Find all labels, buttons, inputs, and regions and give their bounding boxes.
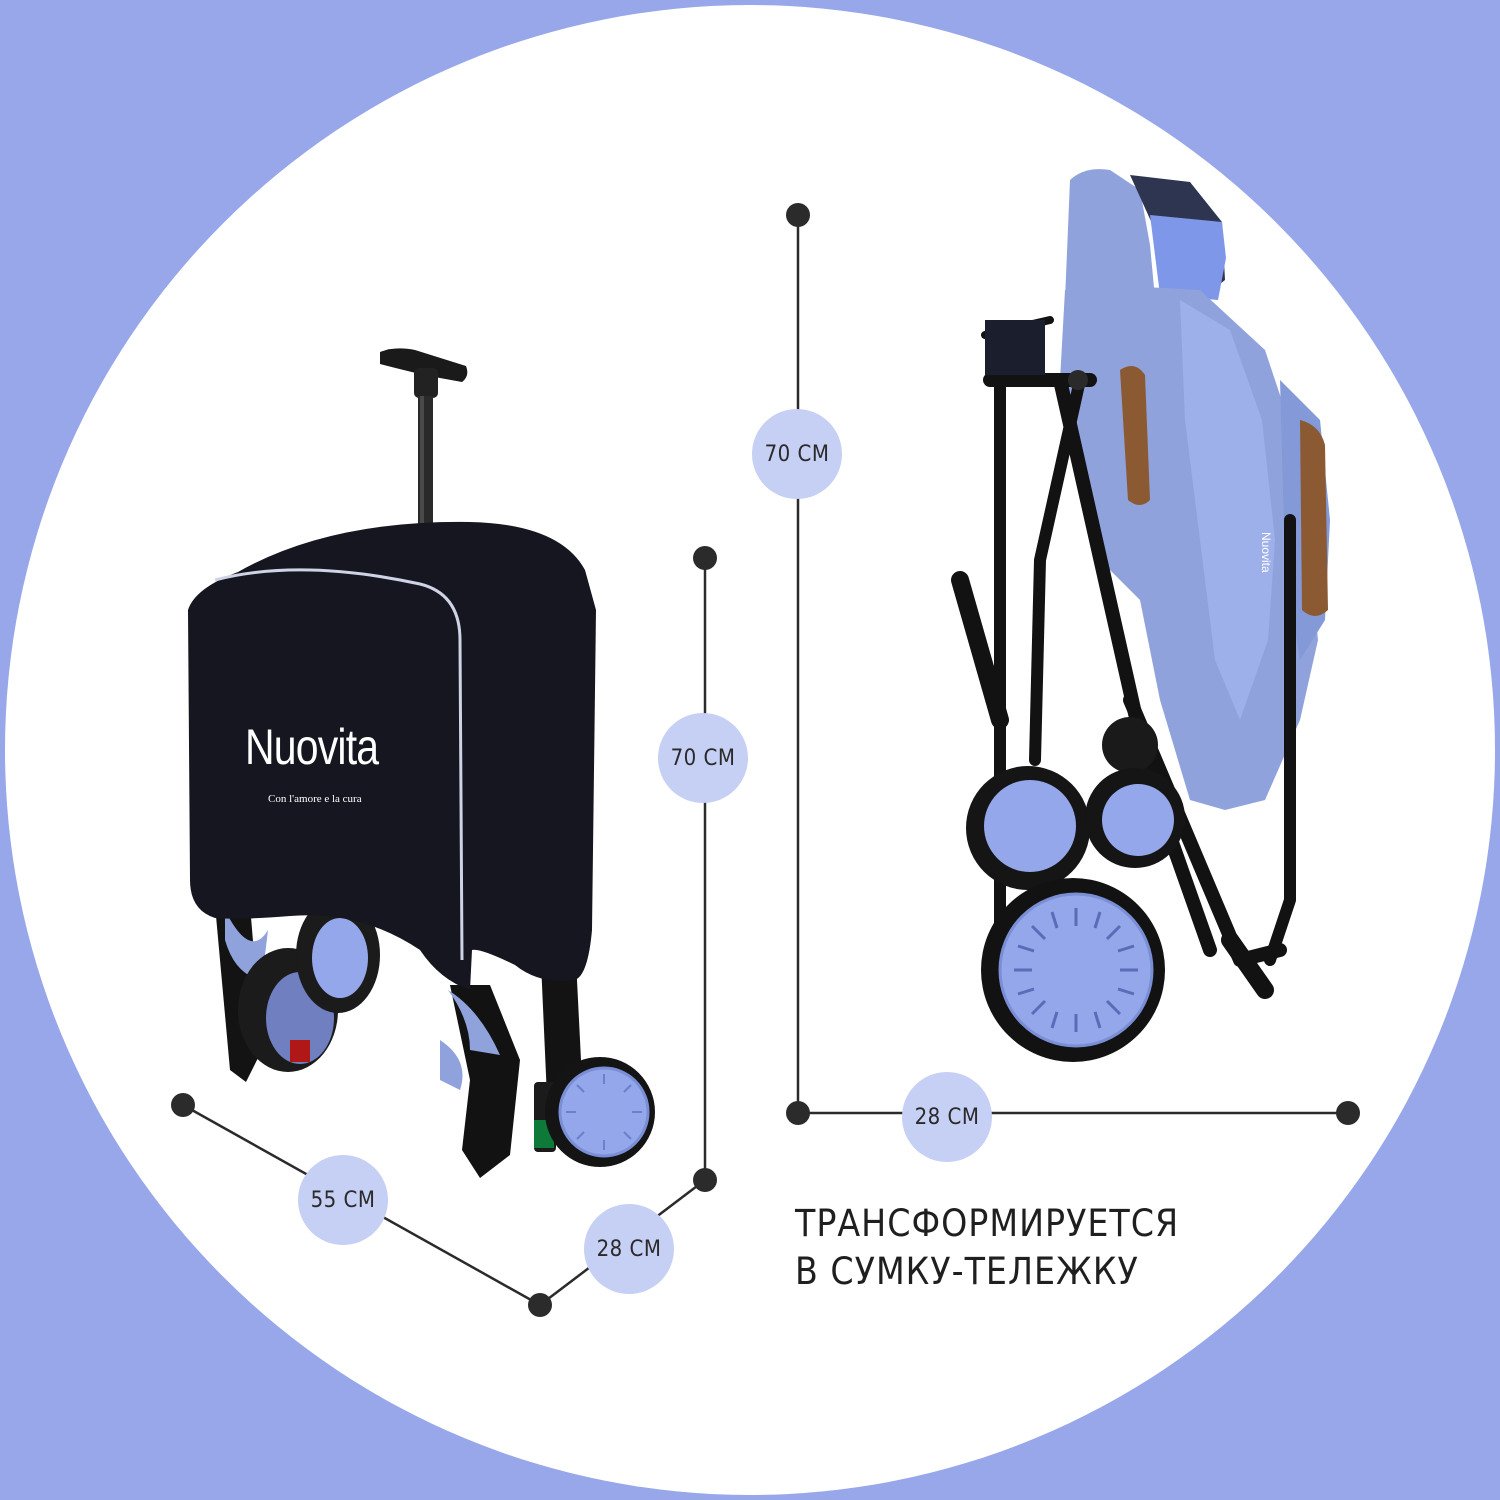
stroller-in-bag xyxy=(188,348,655,1178)
caption-line-2: В СУМКУ-ТЕЛЕЖКУ xyxy=(795,1250,1139,1293)
folded-brand-label: Nuovita xyxy=(1259,532,1273,573)
bag-width-badge: 55 СМ xyxy=(298,1155,388,1245)
bag-height-label: 70 СМ xyxy=(670,745,736,771)
folded-wheel xyxy=(981,878,1165,1062)
folded-height-badge: 70 СМ xyxy=(752,409,842,499)
caption-line-1: ТРАНСФОРМИРУЕТСЯ xyxy=(795,1202,1180,1245)
bag-depth-label: 28 СМ xyxy=(596,1236,662,1262)
telescopic-handle xyxy=(380,348,468,538)
folded-depth-label: 28 СМ xyxy=(914,1104,980,1130)
bag-tagline: Con l'amore e la cura xyxy=(268,793,362,805)
bag-width-label: 55 СМ xyxy=(310,1187,376,1213)
folded-depth-badge: 28 СМ xyxy=(902,1072,992,1162)
bag-undercarriage xyxy=(215,897,582,1178)
bag-depth-badge: 28 СМ xyxy=(584,1204,674,1294)
folded-stroller xyxy=(951,169,1330,1062)
bag-wheel xyxy=(545,1057,655,1167)
dimension-endpoints xyxy=(171,203,1360,1317)
bag-brand-logo: Nuovita xyxy=(245,719,379,775)
bag-height-badge: 70 СМ xyxy=(658,713,748,803)
transform-caption: ТРАНСФОРМИРУЕТСЯ В СУМКУ-ТЕЛЕЖКУ xyxy=(795,1200,1179,1296)
folded-height-label: 70 СМ xyxy=(764,441,830,467)
travel-bag xyxy=(188,521,596,990)
